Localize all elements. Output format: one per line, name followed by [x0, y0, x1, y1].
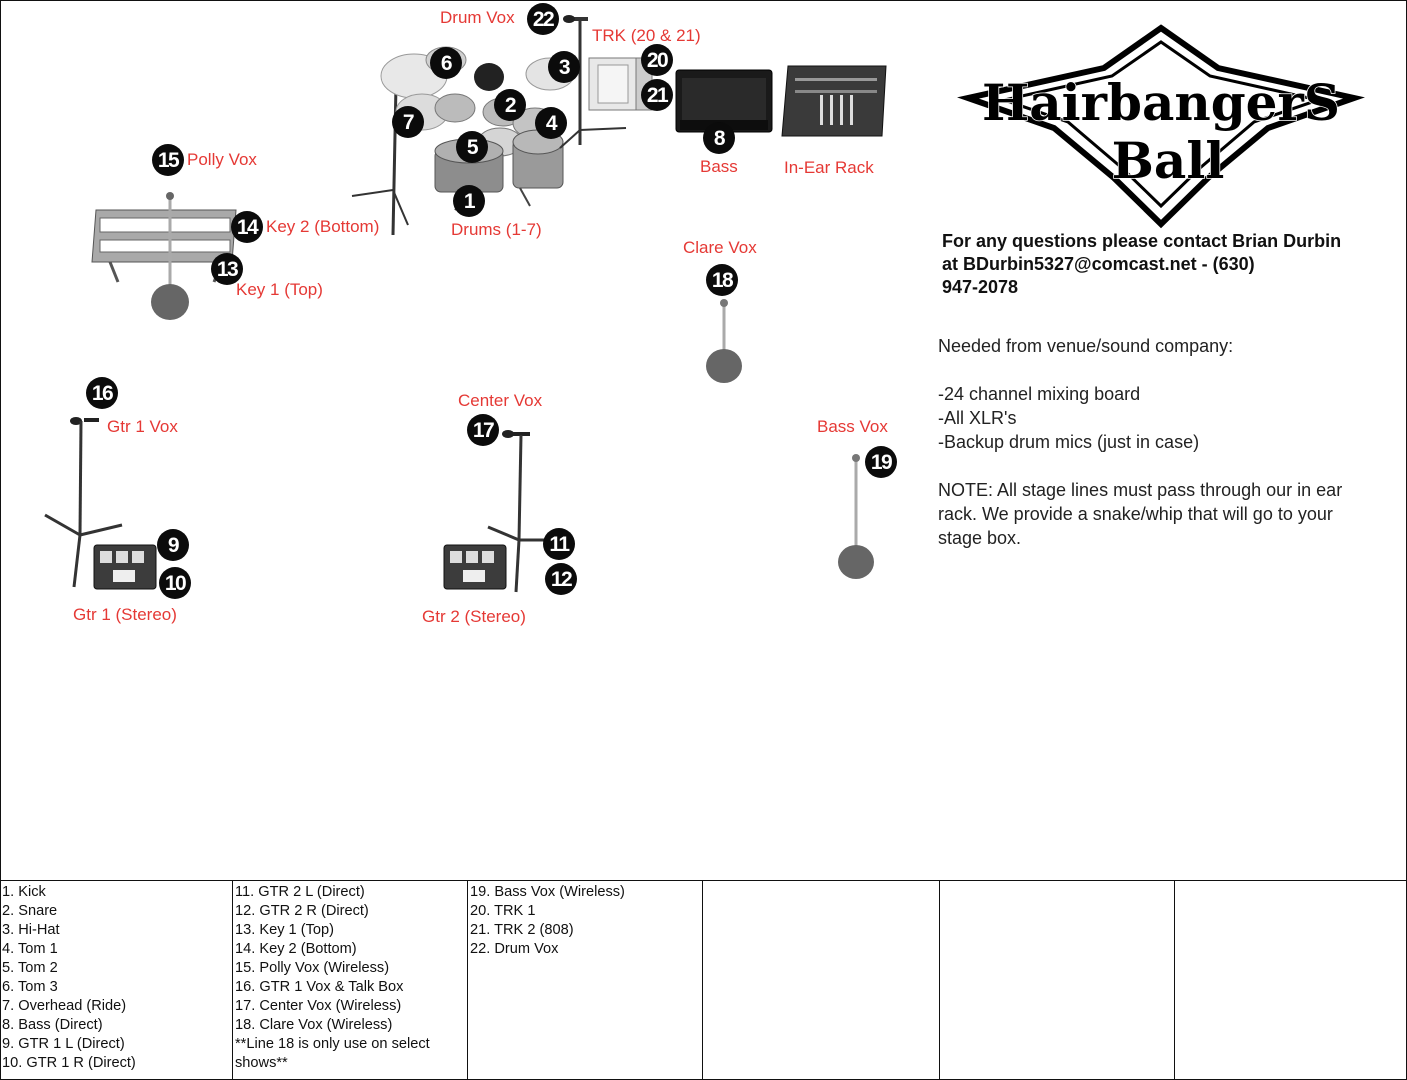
gtr1-pedalboard-icon — [93, 544, 157, 590]
input-list-column-1: 1. Kick 2. Snare 3. Hi-Hat 4. Tom 1 5. T… — [0, 881, 233, 1080]
badge-15: 15 — [152, 144, 184, 176]
input-list-item: 1. Kick — [2, 884, 46, 900]
contact-line-2: at BDurbin5327@comcast.net - (630) — [942, 254, 1255, 274]
input-list-item: 10. GTR 1 R (Direct) — [2, 1055, 136, 1071]
clare-vox-mic-icon — [706, 299, 742, 383]
input-list-item: 11. GTR 2 L (Direct) — [235, 884, 365, 900]
note-line: stage box. — [938, 528, 1022, 548]
label-drum-vox: Drum Vox — [440, 8, 515, 27]
input-list-column-2: 11. GTR 2 L (Direct) 12. GTR 2 R (Direct… — [233, 881, 468, 1080]
requirement-item: -24 channel mixing board — [938, 384, 1141, 404]
contact-info: For any questions please contact Brian D… — [942, 230, 1382, 299]
bass-amp-icon — [675, 69, 773, 133]
badge-13: 13 — [211, 253, 243, 285]
venue-requirements: Needed from venue/sound company: -24 cha… — [938, 334, 1400, 550]
badge-11: 11 — [543, 528, 575, 560]
input-list-table: 1. Kick 2. Snare 3. Hi-Hat 4. Tom 1 5. T… — [0, 880, 1407, 1080]
input-list-item: 15. Polly Vox (Wireless) — [235, 960, 390, 976]
badge-1: 1 — [453, 185, 485, 217]
input-list-item: 20. TRK 1 — [470, 903, 536, 919]
label-clare-vox: Clare Vox — [683, 238, 757, 257]
badge-10: 10 — [159, 567, 191, 599]
label-bass: Bass — [700, 157, 738, 176]
input-list-column-5 — [940, 881, 1175, 1080]
requirement-item: -All XLR's — [938, 408, 1017, 428]
label-gtr1-vox: Gtr 1 Vox — [107, 417, 178, 436]
badge-3: 3 — [548, 51, 580, 83]
badge-14: 14 — [231, 211, 263, 243]
input-list-item: 4. Tom 1 — [2, 941, 58, 957]
requirement-item: -Backup drum mics (just in case) — [938, 432, 1200, 452]
input-list-item: 22. Drum Vox — [470, 941, 559, 957]
badge-8: 8 — [703, 122, 735, 154]
label-center-vox: Center Vox — [458, 391, 543, 410]
band-logo: HairbangerS Ball — [957, 24, 1365, 229]
input-list-footnote: shows** — [235, 1055, 288, 1071]
gtr1-vox-mic-stand-icon — [44, 417, 123, 588]
contact-line-1: For any questions please contact Brian D… — [942, 231, 1342, 251]
badge-19: 19 — [865, 446, 897, 478]
label-gtr1-stereo: Gtr 1 (Stereo) — [73, 605, 177, 624]
input-list-item: 16. GTR 1 Vox & Talk Box — [235, 979, 404, 995]
center-vox-mic-stand-icon — [487, 430, 546, 593]
input-list-item: 8. Bass (Direct) — [2, 1017, 103, 1033]
requirements-heading: Needed from venue/sound company: — [938, 336, 1234, 356]
badge-5: 5 — [456, 131, 488, 163]
badge-7: 7 — [392, 106, 424, 138]
badge-12: 12 — [545, 563, 577, 595]
badge-6: 6 — [430, 47, 462, 79]
input-list-item: 12. GTR 2 R (Direct) — [235, 903, 369, 919]
input-list-item: 2. Snare — [2, 903, 58, 919]
bass-vox-mic-icon — [838, 454, 874, 579]
label-drums: Drums (1-7) — [451, 220, 542, 239]
badge-18: 18 — [706, 264, 738, 296]
keyboard-rig-icon — [91, 192, 237, 320]
logo-line1: HairbangerS — [982, 73, 1340, 132]
note-line: rack. We provide a snake/whip that will … — [938, 504, 1333, 524]
input-list-item: 13. Key 1 (Top) — [235, 922, 334, 938]
in-ear-rack-icon — [781, 65, 887, 137]
badge-22: 22 — [527, 3, 559, 35]
badge-2: 2 — [494, 89, 526, 121]
gtr2-pedalboard-icon — [443, 544, 507, 590]
input-list-item: 6. Tom 3 — [2, 979, 58, 995]
input-list-item: 7. Overhead (Ride) — [2, 998, 127, 1014]
label-gtr2-stereo: Gtr 2 (Stereo) — [422, 607, 526, 626]
badge-16: 16 — [86, 377, 118, 409]
input-list-column-4 — [703, 881, 940, 1080]
label-bass-vox: Bass Vox — [817, 417, 888, 436]
drum-vox-mic-icon — [559, 15, 627, 149]
input-list-item: 17. Center Vox (Wireless) — [235, 998, 402, 1014]
badge-17: 17 — [467, 414, 499, 446]
input-list-footnote: **Line 18 is only use on select — [235, 1036, 430, 1052]
input-list-item: 19. Bass Vox (Wireless) — [470, 884, 625, 900]
input-list-column-3: 19. Bass Vox (Wireless) 20. TRK 1 21. TR… — [468, 881, 703, 1080]
input-list-item: 18. Clare Vox (Wireless) — [235, 1017, 393, 1033]
label-in-ear-rack: In-Ear Rack — [784, 158, 874, 177]
input-list-item: 9. GTR 1 L (Direct) — [2, 1036, 125, 1052]
label-polly-vox: Polly Vox — [187, 150, 257, 169]
label-key2: Key 2 (Bottom) — [266, 217, 380, 236]
contact-line-3: 947-2078 — [942, 277, 1019, 297]
badge-21: 21 — [641, 79, 673, 111]
label-key1: Key 1 (Top) — [236, 280, 323, 299]
input-list-item: 5. Tom 2 — [2, 960, 58, 976]
note-line: NOTE: All stage lines must pass through … — [938, 480, 1343, 500]
badge-20: 20 — [641, 44, 673, 76]
input-list-item: 21. TRK 2 (808) — [470, 922, 574, 938]
badge-9: 9 — [157, 529, 189, 561]
input-list-item: 14. Key 2 (Bottom) — [235, 941, 357, 957]
label-trk: TRK (20 & 21) — [592, 26, 701, 45]
input-list-column-6 — [1175, 881, 1407, 1080]
input-list-item: 3. Hi-Hat — [2, 922, 60, 938]
badge-4: 4 — [535, 107, 567, 139]
logo-line2: Ball — [1112, 131, 1225, 190]
